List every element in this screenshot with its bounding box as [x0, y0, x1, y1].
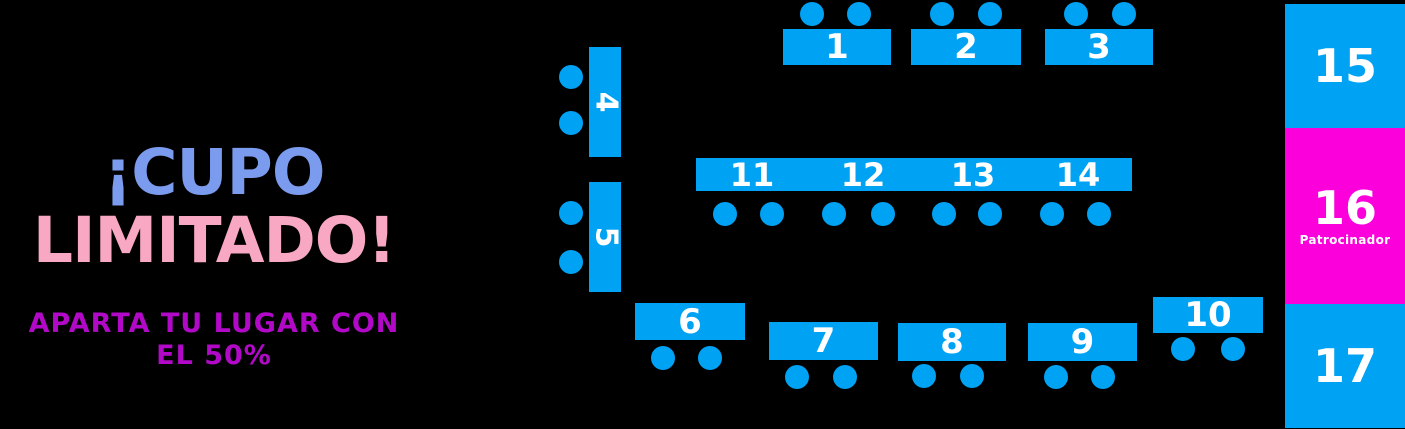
- booth-10[interactable]: 10: [1153, 297, 1263, 333]
- seat-dot: [559, 65, 583, 89]
- promo-title-line1: ¡CUPO: [103, 136, 326, 209]
- seat-dot: [822, 202, 846, 226]
- booth-label-11: 11: [729, 155, 775, 194]
- seat-dot: [559, 111, 583, 135]
- booth-label: 6: [678, 301, 702, 342]
- seat-dot: [559, 250, 583, 274]
- booth-5[interactable]: 5: [588, 182, 623, 292]
- side-block-label: 16: [1312, 180, 1377, 235]
- booth-4[interactable]: 4: [588, 47, 623, 157]
- seat-dot: [960, 364, 984, 388]
- booth-label-12: 12: [840, 155, 886, 194]
- booth-label: 4: [588, 91, 623, 113]
- booth-label: 9: [1070, 322, 1095, 362]
- sponsor-sublabel: Patrocinador: [1299, 232, 1391, 247]
- seat-dot: [932, 202, 956, 226]
- seat-dot: [1091, 365, 1115, 389]
- booth-8[interactable]: 8: [898, 323, 1006, 361]
- seat-dot: [1171, 337, 1195, 361]
- seat-dot: [912, 364, 936, 388]
- seat-dot: [1221, 337, 1245, 361]
- promo-text-block: ¡CUPO LIMITADO! APARTA TU LUGAR CON EL 5…: [0, 0, 428, 429]
- seat-dot: [698, 346, 722, 370]
- booth-2[interactable]: 2: [911, 29, 1021, 65]
- booth-label: 2: [954, 27, 978, 67]
- booth-6[interactable]: 6: [635, 303, 745, 340]
- booth-label: 3: [1087, 27, 1111, 67]
- seat-dot: [871, 202, 895, 226]
- seat-dot: [1040, 202, 1064, 226]
- seat-dot: [800, 2, 824, 26]
- promo-subtitle-line2: EL 50%: [156, 340, 272, 371]
- seat-dot: [978, 202, 1002, 226]
- seat-dot: [651, 346, 675, 370]
- booth-label: 7: [811, 321, 836, 361]
- booth-label: 10: [1184, 295, 1232, 335]
- booth-label: 8: [940, 322, 964, 362]
- booth-7[interactable]: 7: [769, 322, 878, 360]
- seat-dot: [760, 202, 784, 226]
- booth-1[interactable]: 1: [783, 29, 891, 65]
- side-block-label: 17: [1312, 339, 1377, 393]
- promo-title-line2: LIMITADO!: [32, 204, 396, 277]
- booth-label-14: 14: [1055, 155, 1101, 194]
- seat-dot: [847, 2, 871, 26]
- seat-dot: [559, 201, 583, 225]
- side-block-15[interactable]: 15: [1285, 4, 1405, 128]
- booth-3[interactable]: 3: [1045, 29, 1153, 65]
- seat-dot: [833, 365, 857, 389]
- booth-9[interactable]: 9: [1028, 323, 1137, 361]
- seat-dot: [1064, 2, 1088, 26]
- seat-dot: [930, 2, 954, 26]
- seat-dot: [978, 2, 1002, 26]
- booth-label-13: 13: [950, 155, 996, 194]
- seat-dot: [713, 202, 737, 226]
- side-block-label: 15: [1312, 39, 1377, 93]
- booth-label: 1: [825, 27, 849, 67]
- seat-dot: [785, 365, 809, 389]
- promo-subtitle-line1: APARTA TU LUGAR CON: [28, 308, 400, 339]
- booth-row-11-14[interactable]: 11 12 13 14: [696, 158, 1132, 191]
- seat-dot: [1044, 365, 1068, 389]
- side-block-17[interactable]: 17: [1285, 304, 1405, 428]
- booth-label: 5: [588, 226, 623, 248]
- seat-dot: [1112, 2, 1136, 26]
- seat-dot: [1087, 202, 1111, 226]
